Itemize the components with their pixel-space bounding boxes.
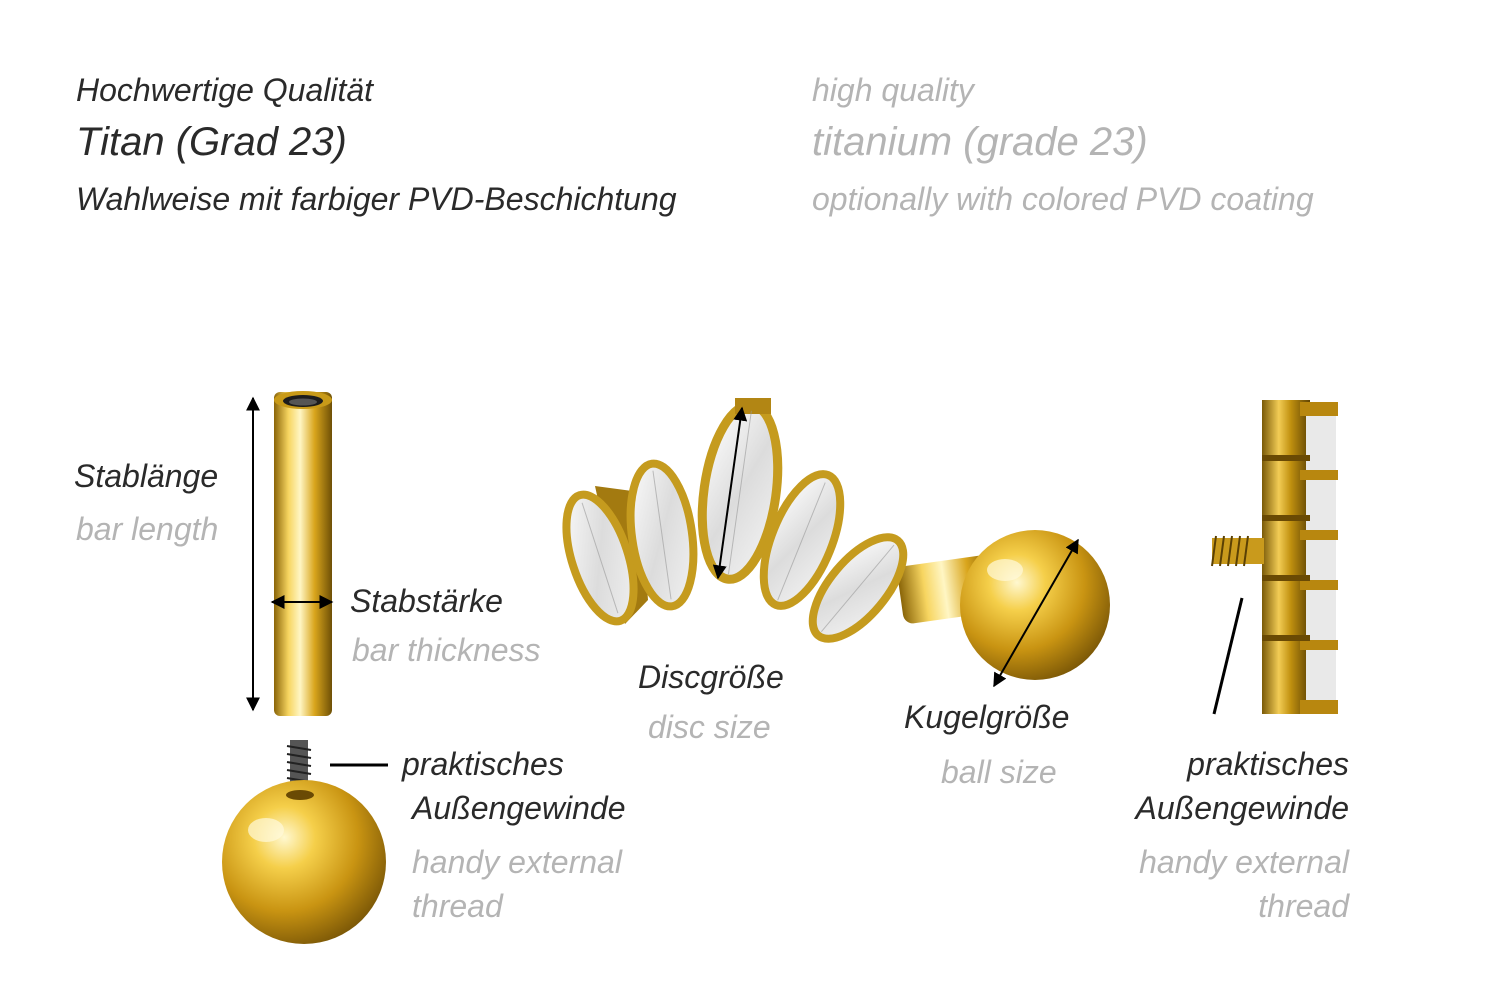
bar-component [274, 391, 332, 716]
label-bar-thickness-en: bar thickness [352, 632, 541, 668]
label-thread-right-en-1: handy external [1139, 844, 1349, 880]
double-arrow-icon [712, 406, 748, 580]
label-ball-size-de: Kugelgröße [904, 699, 1070, 735]
label-disc-size-en: disc size [648, 709, 771, 745]
header-en-quality: high quality [812, 72, 974, 108]
label-thread-right-en-2: thread [1258, 888, 1349, 924]
header-en-coating: optionally with colored PVD coating [812, 181, 1314, 217]
header-de-quality: Hochwertige Qualität [76, 72, 374, 108]
side-view-jewel [1211, 400, 1338, 714]
label-bar-thickness-de: Stabstärke [350, 583, 503, 619]
header-de-material: Titan (Grad 23) [76, 120, 347, 164]
crown-jewel [562, 398, 1110, 680]
label-thread-left-de-1: praktisches [402, 746, 564, 782]
label-bar-length-de: Stablänge [74, 458, 219, 494]
label-thread-right-de-1: praktisches [1187, 746, 1349, 782]
double-arrow-icon [993, 538, 1079, 688]
label-ball-size-en: ball size [941, 754, 1057, 790]
label-thread-left-en-1: handy external [412, 844, 622, 880]
label-thread-left-en-2: thread [412, 888, 503, 924]
pointer-line-icon [1212, 597, 1244, 715]
header-de-coating: Wahlweise mit farbiger PVD-Beschichtung [76, 181, 677, 217]
label-thread-right-de-2: Außengewinde [1135, 790, 1349, 826]
label-bar-length-en: bar length [76, 511, 219, 547]
ball-component [222, 740, 386, 944]
label-thread-left-de-2: Außengewinde [412, 790, 626, 826]
label-disc-size-de: Discgröße [638, 659, 784, 695]
header-en-material: titanium (grade 23) [812, 120, 1148, 164]
